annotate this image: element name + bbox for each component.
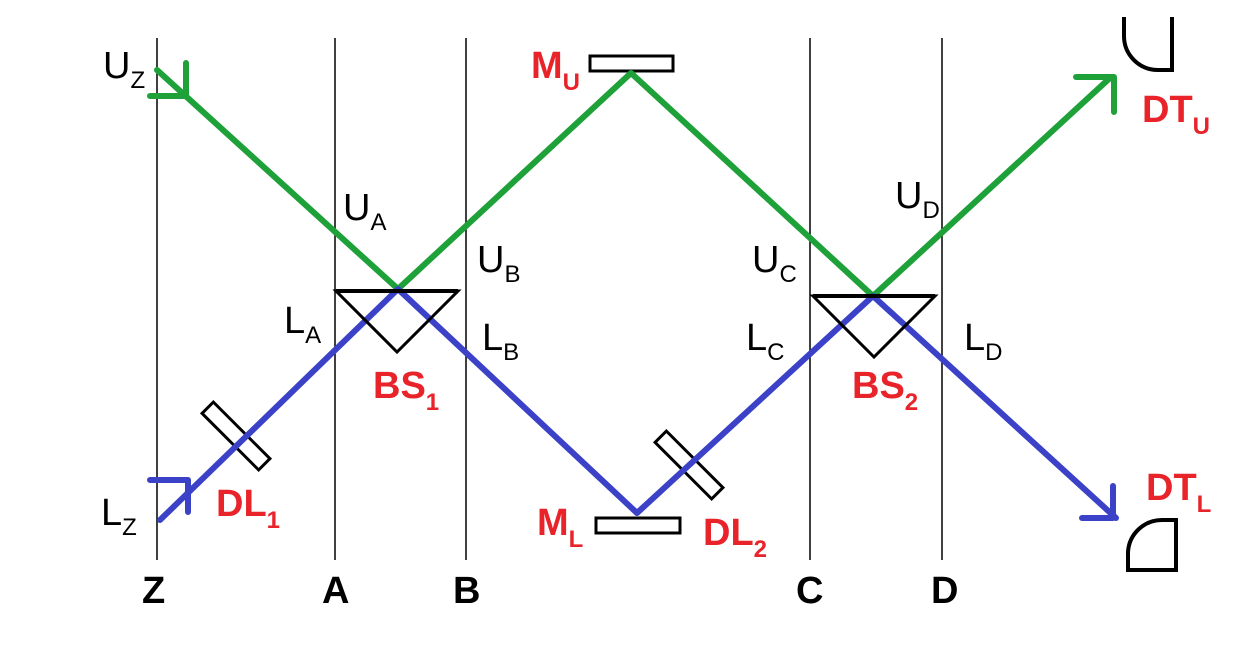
label-ua: UA <box>343 187 386 236</box>
label-ld: LD <box>964 317 1002 366</box>
lower-beam <box>147 286 1119 523</box>
label-la: LA <box>284 300 321 349</box>
label-lc: LC <box>746 317 784 366</box>
label-dl2: DL2 <box>703 512 767 563</box>
label-dl1: DL1 <box>216 483 280 534</box>
plane-label-d: D <box>931 570 958 612</box>
label-lz: LZ <box>101 492 137 541</box>
label-ub: UB <box>477 239 520 288</box>
mirror-lower <box>594 516 682 535</box>
delay-line-1 <box>199 399 273 473</box>
label-mu: MU <box>531 45 580 96</box>
label-ud: UD <box>895 175 940 224</box>
lower-beam-output-arrow <box>1079 483 1116 521</box>
upper-beam-output-arrow <box>1073 74 1117 115</box>
plane-label-b: B <box>453 570 480 612</box>
detector-upper <box>1122 17 1174 72</box>
beam-splitter-2 <box>809 294 939 360</box>
plane-label-z: Z <box>142 570 165 612</box>
label-uz: UZ <box>103 45 145 94</box>
label-bs1: BS1 <box>373 365 439 416</box>
label-ml: ML <box>537 502 583 553</box>
label-dtu: DTU <box>1142 89 1210 140</box>
label-dtl: DTL <box>1146 467 1211 518</box>
mirror-upper <box>588 54 675 73</box>
reference-planes <box>156 38 943 560</box>
label-uc: UC <box>752 239 797 288</box>
beam-splitter-1 <box>332 289 462 355</box>
plane-label-c: C <box>796 570 823 612</box>
lower-beam-input-arrow <box>147 477 191 515</box>
label-lb: LB <box>482 317 519 366</box>
plane-label-a: A <box>322 570 349 612</box>
detector-lower <box>1126 517 1178 572</box>
upper-beam <box>147 60 1117 299</box>
upper-beam-input-arrow <box>147 60 189 99</box>
label-bs2: BS2 <box>852 365 918 416</box>
